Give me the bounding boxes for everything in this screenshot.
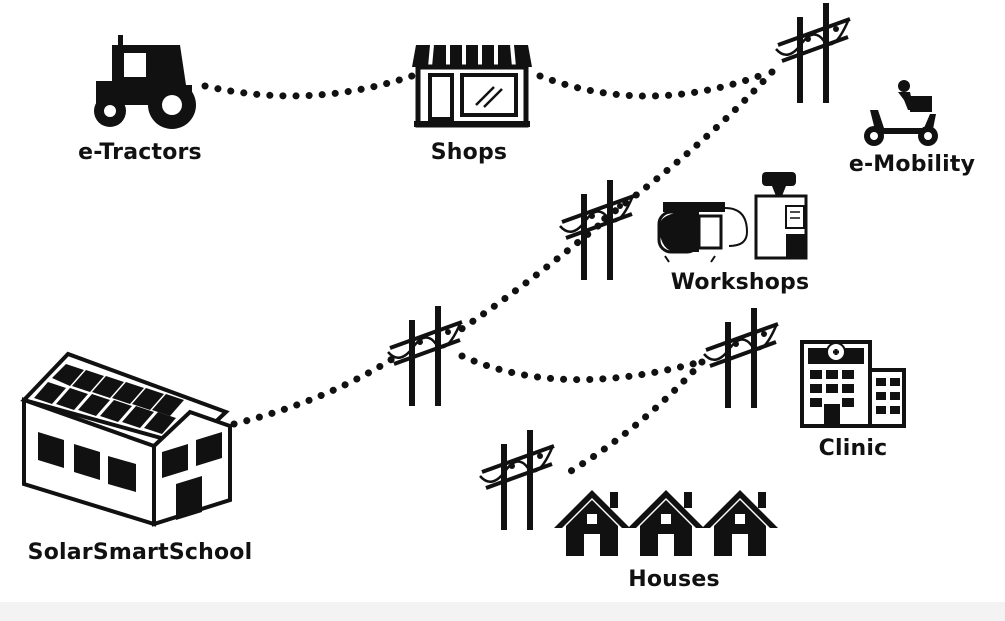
utility-pole-icon	[704, 308, 778, 408]
label-clinic: Clinic	[818, 436, 888, 461]
line-school-pole	[230, 350, 404, 428]
line-pole-pole-upper	[596, 68, 776, 226]
school-icon	[20, 351, 232, 527]
machine-icon	[754, 172, 808, 260]
label-shops: Shops	[430, 140, 508, 165]
line-pole-pole-mid	[456, 222, 602, 334]
utility-pole-icon	[776, 3, 850, 103]
compressor-icon	[657, 202, 749, 263]
utility-pole-icon	[480, 430, 554, 530]
house-icon	[554, 490, 630, 556]
house-icon	[628, 490, 704, 556]
scooter-icon	[864, 80, 938, 146]
clinic-icon	[800, 340, 906, 428]
house-icon	[702, 490, 778, 556]
line-clinic-houses	[562, 358, 706, 478]
shop-icon	[412, 44, 532, 128]
footer-band	[0, 602, 1005, 621]
label-e-mobility: e-Mobility	[848, 152, 976, 177]
line-shops-pole	[536, 68, 774, 100]
label-solar-smart-school: SolarSmartSchool	[27, 540, 253, 565]
line-tractors-shops	[201, 72, 416, 100]
tractor-icon	[94, 35, 196, 129]
utility-pole-icon	[560, 180, 634, 280]
label-workshops: Workshops	[670, 270, 810, 295]
line-pole-clinic	[458, 352, 704, 384]
label-houses: Houses	[628, 567, 720, 592]
utility-pole-icon	[388, 306, 462, 406]
label-e-tractors: e-Tractors	[78, 140, 202, 165]
